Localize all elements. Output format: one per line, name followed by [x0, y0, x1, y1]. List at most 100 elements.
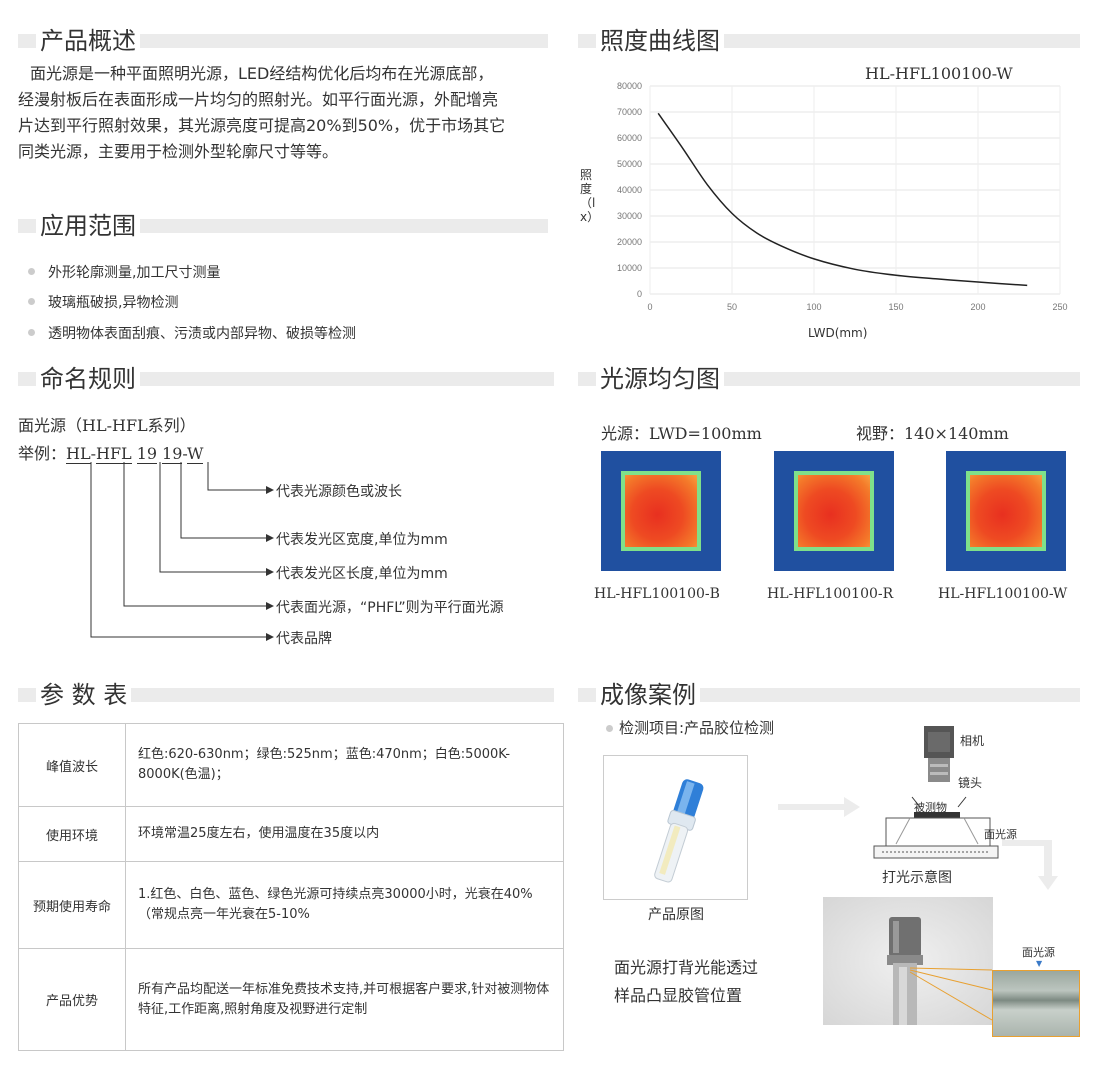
code-separator: -	[90, 444, 96, 463]
illuminance-chart: 0100002000030000400005000060000700008000…	[617, 81, 1068, 312]
case-item: 检测项目:产品胶位检测	[606, 717, 774, 738]
down-marker-icon: ▼	[1036, 959, 1043, 968]
param-key: 峰值波长	[18, 723, 126, 807]
description-line: 面光源打背光能透过	[614, 958, 759, 977]
arrow-icon	[266, 486, 274, 494]
x-tick-label: 0	[647, 302, 652, 312]
overview-line: 片达到平行照射效果，其光源亮度可提高20%到50%，优于市场其它	[18, 116, 506, 135]
y-tick-label: 50000	[617, 159, 642, 169]
lighting-diagram	[873, 726, 999, 859]
zoom-image	[992, 970, 1080, 1037]
original-caption: 产品原图	[648, 907, 704, 923]
result-light-label: 面光源	[1022, 946, 1055, 959]
section-title: 光源均匀图	[596, 364, 724, 394]
table-row: 峰值波长 红色:620-630nm；绿色:525nm；蓝色:470nm；白色:5…	[18, 723, 564, 807]
application-list: 外形轮廓测量,加工尺寸测量 玻璃瓶破损,异物检测 透明物体表面刮痕、污渍或内部异…	[28, 262, 528, 342]
arrow-icon	[266, 633, 274, 641]
code-part-width: 19	[162, 444, 183, 464]
connector-line	[123, 462, 266, 607]
section-header-application: 应用范围	[18, 211, 548, 241]
section-header-illuminance: 照度曲线图	[578, 26, 1080, 56]
chart-ylabel: 照度（lx）	[580, 168, 600, 224]
header-bar	[18, 219, 548, 233]
code-separator: -	[182, 444, 187, 463]
params-table: 峰值波长 红色:620-630nm；绿色:525nm；蓝色:470nm；白色:5…	[18, 723, 564, 1051]
naming-explanation: 代表面光源，“PHFL”则为平行面光源	[276, 600, 504, 616]
param-key: 使用环境	[18, 806, 126, 862]
x-tick-label: 50	[727, 302, 737, 312]
overview-line: 面光源是一种平面照明光源，LED经结构优化后均布在光源底部，	[30, 64, 494, 83]
overview-line: 经漫射板后在表面形成一片均匀的照射光。如平行面光源，外配增亮	[18, 90, 499, 109]
chart-xlabel: LWD(mm)	[808, 326, 868, 340]
header-bar	[18, 688, 554, 702]
product-icon	[654, 779, 704, 883]
light-box-icon	[885, 817, 991, 847]
section-title: 成像案例	[596, 680, 700, 710]
section-header-case: 成像案例	[578, 680, 1080, 710]
code-part-brand: HL	[66, 444, 91, 464]
object-label: 被测物	[914, 801, 947, 814]
camera-label: 相机	[960, 734, 985, 748]
example-prefix: 举例：	[18, 444, 67, 463]
x-tick-label: 200	[970, 302, 985, 312]
param-key: 预期使用寿命	[18, 861, 126, 949]
y-tick-label: 30000	[617, 211, 642, 221]
table-row: 产品优势 所有产品均配送一年标准免费技术支持,并可根据客户要求,针对被测物体特征…	[18, 948, 564, 1051]
param-value: 1.红色、白色、蓝色、绿色光源可持续点亮30000小时，光衰在40%（常规点亮一…	[125, 861, 564, 949]
uniformity-light-label: 光源：LWD=100mm	[601, 424, 762, 443]
flow-arrow-down-icon	[1002, 840, 1058, 890]
param-value: 所有产品均配送一年标准免费技术支持,并可根据客户要求,针对被测物体特征,工作距离…	[125, 948, 564, 1051]
heatmap-red	[774, 451, 894, 571]
heatmap-blue	[601, 451, 721, 571]
section-title: 参 数 表	[36, 680, 132, 710]
y-tick-label: 80000	[617, 81, 642, 91]
section-title: 产品概述	[36, 26, 140, 56]
connector-line	[180, 462, 266, 539]
y-tick-label: 70000	[617, 107, 642, 117]
overview-text: 面光源是一种平面照明光源，LED经结构优化后均布在光源底部， 经漫射板后在表面形…	[18, 61, 578, 165]
lens-label: 镜头	[958, 776, 983, 790]
section-header-naming: 命名规则	[18, 364, 554, 394]
chart-title: HL-HFL100100-W	[865, 64, 1013, 83]
series-line	[657, 112, 1028, 287]
object-icon	[914, 812, 960, 818]
y-tick-label: 60000	[617, 133, 642, 143]
table-row: 使用环境 环境常温25度左右，使用温度在35度以内	[18, 806, 564, 862]
zoom-lines	[909, 967, 993, 1021]
param-value: 环境常温25度左右，使用温度在35度以内	[125, 806, 564, 862]
code-part-color: W	[186, 444, 204, 464]
overview-line: 同类光源，主要用于检测外型轮廓尺寸等等。	[18, 142, 339, 161]
param-key: 产品优势	[18, 948, 126, 1051]
connector-line	[159, 462, 266, 573]
x-tick-label: 100	[806, 302, 821, 312]
section-title: 应用范围	[36, 211, 140, 241]
connector-line	[90, 462, 266, 638]
section-header-uniformity: 光源均匀图	[578, 364, 1080, 394]
bullet-icon	[606, 725, 613, 732]
heatmap-caption: HL-HFL100100-B	[594, 586, 720, 602]
header-bar	[18, 372, 554, 386]
naming-diagram	[90, 462, 274, 641]
arrow-icon	[266, 602, 274, 610]
naming-explanation: 代表发光区宽度,单位为mm	[276, 532, 448, 548]
code-part-type: HFL	[96, 444, 132, 464]
lens-icon	[928, 758, 950, 782]
naming-explanation: 代表光源颜色或波长	[276, 484, 402, 500]
product-original-image	[603, 755, 748, 900]
param-value: 红色:620-630nm；绿色:525nm；蓝色:470nm；白色:5000K-…	[125, 723, 564, 807]
y-tick-label: 20000	[617, 237, 642, 247]
x-tick-label: 250	[1052, 302, 1067, 312]
x-tick-label: 150	[888, 302, 903, 312]
code-part-length: 19	[136, 444, 158, 464]
diagram-caption: 打光示意图	[882, 870, 952, 886]
arrow-icon	[266, 534, 274, 542]
arrow-icon	[266, 568, 274, 576]
table-row: 预期使用寿命 1.红色、白色、蓝色、绿色光源可持续点亮30000小时，光衰在40…	[18, 861, 564, 949]
uniformity-view-label: 视野：140×140mm	[856, 424, 1009, 443]
y-tick-label: 40000	[617, 185, 642, 195]
bullet-icon	[28, 298, 35, 305]
header-bar	[18, 34, 548, 48]
heatmap-caption: HL-HFL100100-W	[938, 586, 1068, 602]
naming-explanation: 代表品牌	[276, 631, 332, 647]
